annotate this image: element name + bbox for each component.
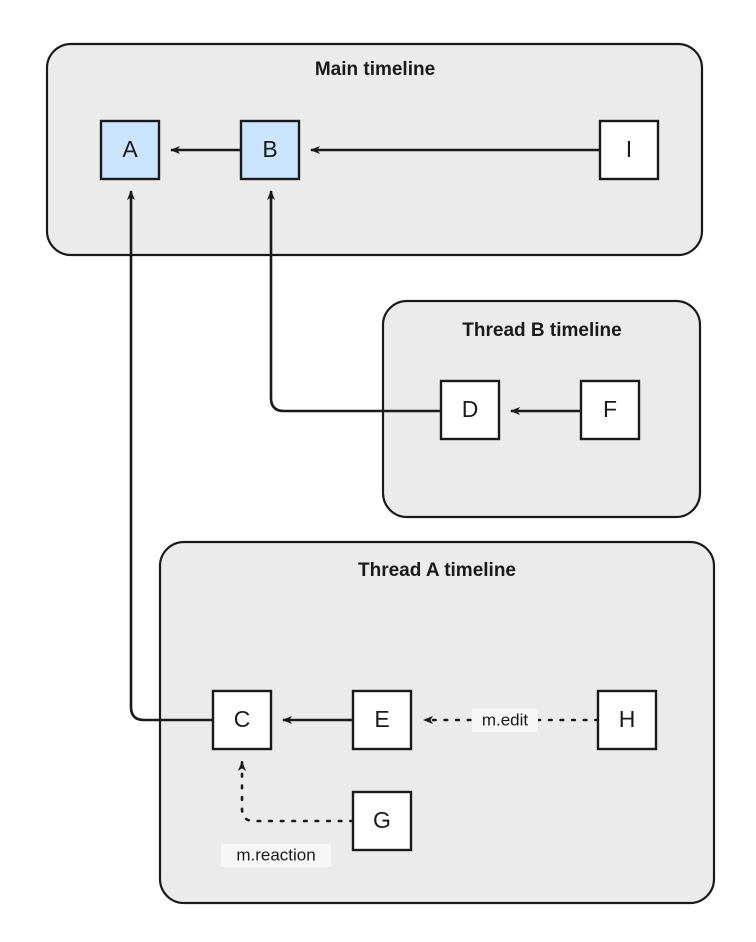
node-e-box[interactable] bbox=[351, 689, 413, 751]
node-i-box[interactable] bbox=[598, 119, 660, 181]
group-main-timeline-title: Main timeline bbox=[315, 59, 435, 80]
edge-label-m-edit-bg bbox=[472, 709, 538, 732]
node-c[interactable]: C bbox=[211, 689, 273, 751]
node-f[interactable]: F bbox=[579, 379, 641, 441]
edge-label-m-reaction-text: m.reaction bbox=[236, 845, 315, 864]
edge-label-m-reaction-bg bbox=[221, 844, 331, 867]
node-d[interactable]: D bbox=[439, 379, 501, 441]
group-thread-a-timeline-box bbox=[158, 540, 716, 905]
group-thread-a-timeline: Thread A timeline bbox=[158, 540, 716, 905]
node-g-label: G bbox=[373, 807, 391, 833]
edge-g-to-c bbox=[238, 760, 355, 823]
group-thread-b-timeline-title: Thread B timeline bbox=[462, 320, 621, 341]
edge-c-to-a bbox=[127, 190, 213, 722]
node-a-label: A bbox=[122, 136, 138, 162]
node-d-box[interactable] bbox=[439, 379, 501, 441]
edge-label-m-edit-text: m.edit bbox=[482, 710, 529, 729]
group-thread-a-timeline-title: Thread A timeline bbox=[358, 560, 516, 581]
node-g[interactable]: G bbox=[351, 790, 413, 852]
node-b[interactable]: B bbox=[239, 119, 301, 181]
node-h-box[interactable] bbox=[596, 689, 658, 751]
node-f-label: F bbox=[603, 396, 617, 422]
edge-d-to-b bbox=[267, 190, 441, 413]
node-h[interactable]: H bbox=[596, 689, 658, 751]
node-e-label: E bbox=[374, 706, 389, 732]
node-f-box[interactable] bbox=[579, 379, 641, 441]
edge-label-m-reaction: m.reaction bbox=[221, 844, 331, 867]
node-i[interactable]: I bbox=[598, 119, 660, 181]
node-g-box[interactable] bbox=[351, 790, 413, 852]
edge-label-m-edit: m.edit bbox=[472, 709, 538, 732]
node-b-label: B bbox=[262, 136, 277, 162]
group-thread-b-timeline-box bbox=[381, 299, 702, 519]
node-d-label: D bbox=[462, 396, 479, 422]
group-thread-b-timeline: Thread B timeline bbox=[381, 299, 702, 519]
node-h-label: H bbox=[619, 706, 636, 732]
node-c-box[interactable] bbox=[211, 689, 273, 751]
node-i-label: I bbox=[626, 136, 632, 162]
node-a-box[interactable] bbox=[99, 119, 161, 181]
node-a[interactable]: A bbox=[99, 119, 161, 181]
node-c-label: C bbox=[234, 706, 251, 732]
node-e[interactable]: E bbox=[351, 689, 413, 751]
node-b-box[interactable] bbox=[239, 119, 301, 181]
